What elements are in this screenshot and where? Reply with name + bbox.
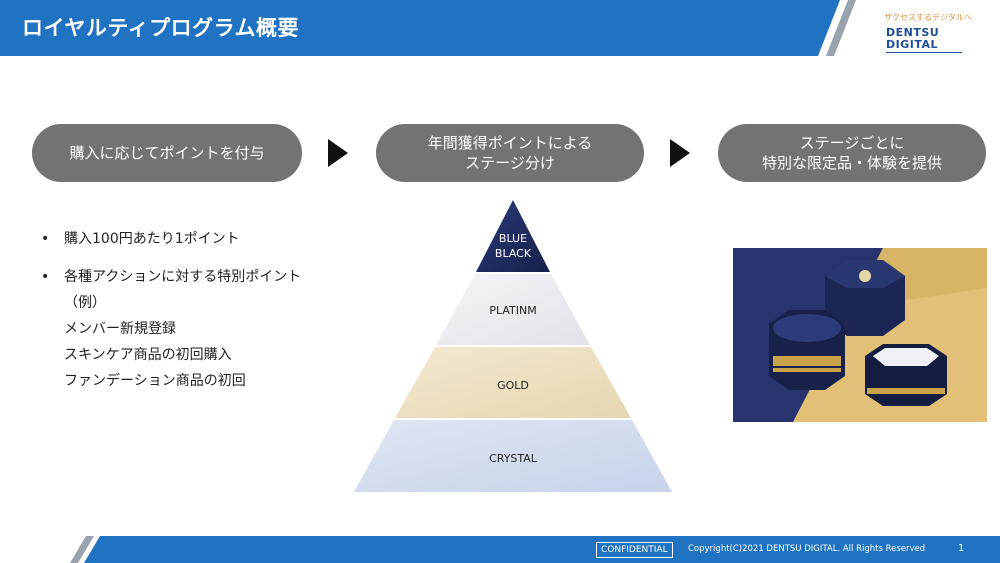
- tier-blue-black: [476, 200, 550, 272]
- step-3-line2: 特別な限定品・体験を提供: [761, 154, 942, 172]
- stage-pyramid: BLUE BLACK PLATINM GOLD CRYSTAL: [354, 200, 672, 492]
- logo-digital: DIGITAL: [886, 38, 939, 51]
- tier-label-blue-line2: BLACK: [495, 247, 532, 260]
- step-2-line1: 年間獲得ポイントによる: [427, 134, 593, 152]
- tier-crystal: [354, 420, 672, 492]
- bullet-sub-3: スキンケア商品の初回購入: [64, 347, 232, 363]
- tier-label-crystal: CRYSTAL: [489, 452, 538, 465]
- step-arrow-2-icon: [670, 139, 690, 167]
- page-number: 1: [958, 543, 965, 554]
- header-bar: [0, 0, 856, 56]
- step-1-line1: 購入に応じてポイントを付与: [69, 144, 265, 162]
- tier-label-platinum: PLATINM: [489, 304, 536, 317]
- logo-dentsu: DENTSU: [886, 26, 940, 39]
- bullet-sub-2: メンバー新規登録: [64, 321, 176, 337]
- bullet-marker: •: [41, 269, 50, 285]
- tier-gold: [395, 347, 631, 418]
- bullet-marker: •: [41, 231, 50, 247]
- step-2-line2: ステージ分け: [465, 154, 555, 172]
- product-photo: [733, 248, 987, 422]
- bullet-item-1: • 購入100円あたり1ポイント: [38, 226, 301, 252]
- footer-bar: [70, 536, 1000, 563]
- bullet-sub-1: （例）: [64, 295, 106, 311]
- bullet-text-1: 購入100円あたり1ポイント: [64, 231, 240, 247]
- bullet-item-2: • 各種アクションに対する特別ポイント: [38, 264, 301, 290]
- bullet-list: • 購入100円あたり1ポイント • 各種アクションに対する特別ポイント （例）…: [38, 226, 301, 394]
- copyright-text: Copyright(C)2021 DENTSU DIGITAL. All Rig…: [688, 544, 926, 554]
- bullet-sub-4: ファンデーション商品の初回: [64, 373, 246, 389]
- tier-label-gold: GOLD: [497, 379, 529, 392]
- tier-label-blue-line1: BLUE: [499, 232, 527, 245]
- logo-tagline: サクセスするデジタルへ: [884, 13, 972, 22]
- step-pill-2: 年間獲得ポイントによる ステージ分け: [376, 124, 644, 182]
- confidential-badge: CONFIDENTIAL: [596, 542, 673, 558]
- slide-title: ロイヤルティプログラム概要: [22, 16, 299, 40]
- step-pill-1: 購入に応じてポイントを付与: [32, 124, 302, 182]
- tier-platinum: [436, 274, 590, 345]
- logo-underline: [886, 52, 962, 53]
- step-arrow-1-icon: [328, 139, 348, 167]
- bullet-text-2: 各種アクションに対する特別ポイント: [64, 269, 302, 285]
- step-pill-3: ステージごとに 特別な限定品・体験を提供: [718, 124, 986, 182]
- step-3-line1: ステージごとに: [799, 134, 905, 152]
